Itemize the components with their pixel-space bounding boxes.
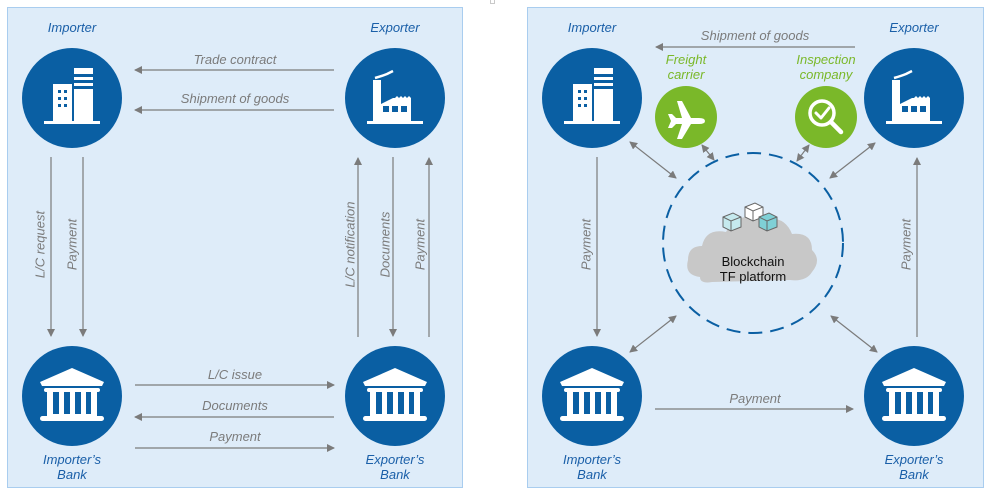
bank-payment-label: Payment	[209, 429, 261, 444]
blockchain-cubes-cloud-icon	[687, 202, 817, 283]
right-exporter-label: Exporter	[889, 20, 939, 35]
link-freight-platform	[701, 144, 715, 161]
left-exporter-bank-node[interactable]	[345, 346, 445, 446]
label-line: Exporter’s	[365, 452, 425, 467]
shipment-label: Shipment of goods	[180, 91, 290, 106]
left-importer-bank-label: Importer’s Bank	[22, 452, 122, 482]
left-exporter-label: Exporter	[370, 20, 420, 35]
label-line: carrier	[667, 67, 705, 82]
label-line: Bank	[380, 467, 410, 482]
right-exporter-bank-label: Exporter’s Bank	[864, 452, 964, 482]
bank-documents-label: Documents	[202, 398, 268, 413]
left-importer-label: Importer	[47, 20, 97, 35]
right-importer-label: Importer	[567, 20, 617, 35]
label-line: Bank	[899, 467, 929, 482]
link-importer-bank-platform	[629, 315, 677, 353]
exporter-payment-label: Payment	[412, 218, 428, 271]
freight-carrier-label: Freight carrier	[646, 52, 726, 82]
right-importer-bank-label: Importer’s Bank	[542, 452, 642, 482]
right-exporter-payment-label: Payment	[898, 218, 914, 271]
trade-contract-label: Trade contract	[193, 52, 277, 67]
label-line: Blockchain	[721, 254, 785, 269]
right-importer-bank-node[interactable]	[542, 346, 642, 446]
label-line: Bank	[577, 467, 607, 482]
left-exporter-node[interactable]	[345, 48, 445, 148]
right-exporter-bank-node[interactable]	[864, 346, 964, 446]
right-importer-node[interactable]	[542, 48, 642, 148]
lc-request-label: L/C request	[32, 210, 48, 279]
inspection-company-label: Inspection company	[781, 52, 871, 82]
blockchain-platform-boundary	[662, 152, 844, 334]
link-importer-platform	[629, 141, 677, 179]
right-exporter-node[interactable]	[864, 48, 964, 148]
blockchain-platform-label: Blockchain TF platform	[703, 254, 803, 284]
right-shipment-label: Shipment of goods	[700, 28, 810, 43]
link-exporter-platform	[829, 142, 876, 179]
airplane-icon	[668, 101, 705, 139]
link-exporter-bank-platform	[830, 315, 878, 353]
stray-mark	[490, 0, 495, 4]
label-line: Exporter’s	[884, 452, 944, 467]
lc-issue-label: L/C issue	[207, 367, 263, 382]
inspection-company-circle	[795, 86, 857, 148]
freight-carrier-node[interactable]	[655, 86, 717, 148]
label-line: Freight	[665, 52, 707, 67]
link-inspection-platform	[796, 144, 810, 162]
label-line: Importer’s	[562, 452, 622, 467]
left-exporter-bank-label: Exporter’s Bank	[345, 452, 445, 482]
label-line: Bank	[57, 467, 87, 482]
lc-notification-label: L/C notification	[342, 201, 358, 288]
right-bank-payment-label: Payment	[729, 391, 781, 406]
exporter-documents-label: Documents	[377, 211, 393, 278]
importer-payment-label: Payment	[64, 218, 80, 271]
right-importer-payment-label: Payment	[578, 218, 594, 271]
inspection-company-node[interactable]	[795, 86, 857, 148]
left-importer-node[interactable]	[22, 48, 122, 148]
label-line: Inspection	[796, 52, 856, 67]
label-line: Importer’s	[42, 452, 102, 467]
magnifier-check-icon	[808, 99, 844, 135]
left-importer-bank-node[interactable]	[22, 346, 122, 446]
label-line: company	[799, 67, 853, 82]
label-line: TF platform	[719, 269, 787, 284]
